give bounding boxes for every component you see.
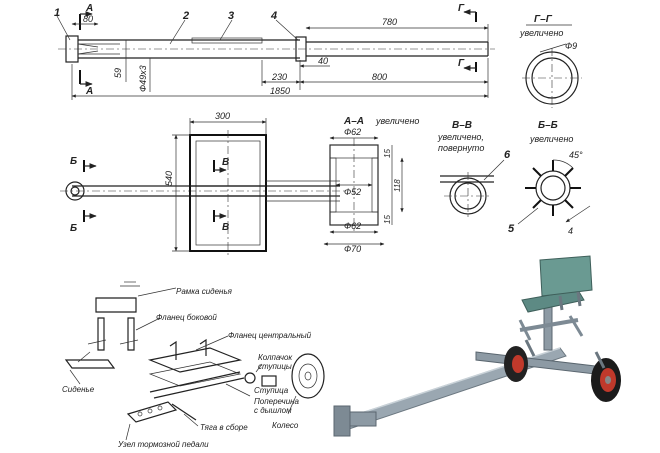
section-g-bottom-label: Г [458,58,465,69]
dim-80: 80 [83,14,93,24]
section-bb-title: Б–Б [538,120,558,131]
section-vv-note-2: повернуто [438,143,484,153]
drawbar-side-view: 1 2 3 4 А А 80 780 Г Г 59 Ф49х3 230 [54,3,495,100]
dim-230: 230 [271,72,287,82]
dim-45-deg: 45° [569,150,583,160]
drawbar-top-view: 300 540 Б Б В В [60,111,345,256]
section-v-top-label: В [222,157,229,168]
section-vv-title: В–В [452,120,472,131]
dim-d9: Ф9 [565,41,577,51]
dim-tube: Ф49х3 [138,65,148,92]
exploded-assembly: Рамка сиденья Фланец боковой Сиденье Фла… [62,281,325,449]
dim-4: 4 [568,226,573,236]
dim-1850: 1850 [270,86,290,96]
section-aa-note: увеличено [375,116,419,126]
dim-15-bot: 15 [383,215,392,224]
part-3-label: 3 [228,10,234,22]
part-5-label: 5 [508,223,515,235]
label-hub-cap-1: Колпачок [258,353,293,362]
dim-d62-bot: Ф62 [344,221,361,231]
label-seat-frame: Рамка сиденья [176,287,233,296]
dim-780: 780 [382,17,397,27]
dim-d52: Ф52 [344,187,361,197]
section-vv: В–В увеличено, повернуто 6 [437,120,511,220]
section-aa: А–А увеличено Ф62 Ф52 Ф62 Ф70 15 118 15 [323,116,419,254]
part-2-label: 2 [182,10,189,22]
section-gg: Г–Г увеличено Ф9 [519,14,582,108]
section-bb: Б–Б увеличено 45° 5 4 [508,120,591,236]
dim-d62-top: Ф62 [344,127,361,137]
section-g-top-label: Г [458,3,465,14]
label-pedal: Узел тормозной педали [117,440,209,449]
cart-photo [333,255,621,437]
dim-d70: Ф70 [344,244,361,254]
dim-15-top: 15 [383,149,392,158]
label-crossbar-1: Поперечина [254,397,300,406]
label-crossbar-2: с дышлом [254,406,292,415]
dim-540: 540 [164,171,174,186]
label-hub: Ступица [254,386,289,395]
section-vv-note-1: увеличено, [437,132,484,142]
part-6-label: 6 [504,149,511,161]
section-gg-note: увеличено [519,28,563,38]
label-central-flange: Фланец центральный [228,331,312,340]
dim-59: 59 [113,68,123,78]
section-aa-title: А–А [343,116,364,127]
section-v-bottom-label: В [222,222,229,233]
section-b-bottom-label: Б [70,223,77,234]
dim-118: 118 [393,179,402,192]
section-bb-note: увеличено [529,134,573,144]
section-a-bottom-label: А [85,86,93,97]
dim-40: 40 [318,56,328,66]
dim-800: 800 [372,72,387,82]
label-seat: Сиденье [62,385,95,394]
label-rod: Тяга в сборе [200,423,248,432]
section-gg-title: Г–Г [534,14,553,25]
part-1-label: 1 [54,7,60,19]
label-wheel: Колесо [272,421,299,430]
label-hub-cap-2: ступицы [258,362,292,371]
label-side-flange: Фланец боковой [156,313,217,322]
dim-300: 300 [215,111,230,121]
section-a-top-label: А [85,3,93,14]
section-b-top-label: Б [70,156,77,167]
part-4-label: 4 [270,10,277,22]
